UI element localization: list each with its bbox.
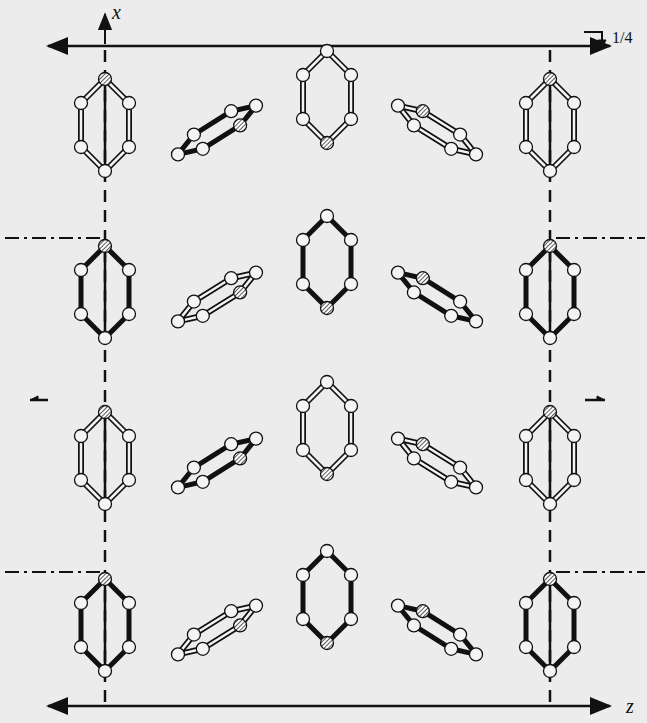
molecule-ring (75, 73, 136, 178)
molecule-ring (171, 432, 262, 494)
molecule-ring (391, 599, 482, 661)
axis-label: z (626, 696, 634, 716)
molecule-ring (520, 573, 581, 678)
molecule-ring (297, 45, 358, 150)
molecule-ring (391, 432, 482, 494)
molecules (75, 45, 581, 678)
molecule-ring (75, 240, 136, 345)
axis-label: x (112, 2, 121, 22)
molecule-ring (171, 99, 262, 161)
molecule-ring (391, 266, 482, 328)
molecule-ring (520, 406, 581, 511)
molecule-ring (75, 406, 136, 511)
molecule-ring (297, 545, 358, 650)
molecule-ring (297, 376, 358, 481)
molecule-ring (171, 599, 262, 661)
molecule-ring (520, 73, 581, 178)
molecule-ring (171, 266, 262, 328)
molecule-ring (75, 573, 136, 678)
molecule-ring (297, 210, 358, 315)
cell-frame (5, 14, 645, 706)
molecule-ring (520, 240, 581, 345)
molecule-ring (391, 99, 482, 161)
height-fraction: 1/4 (612, 30, 632, 46)
